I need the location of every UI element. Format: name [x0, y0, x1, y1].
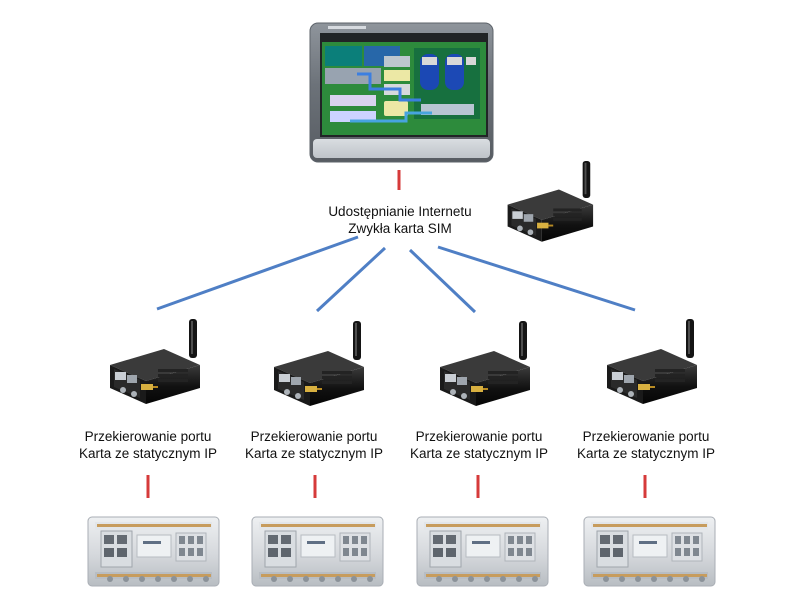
hub-line-1: Udostępnianie Internetu [328, 204, 472, 219]
node-3-label: Przekierowanie portu Karta ze statycznym… [394, 428, 564, 463]
hub-to-node-4-link [437, 245, 636, 312]
node-4-line-1: Przekierowanie portu [582, 429, 710, 444]
node-3-line-1: Przekierowanie portu [415, 429, 543, 444]
controller-4 [583, 516, 716, 587]
hub-line-2: Zwykła karta SIM [348, 221, 452, 237]
node-1-label: Przekierowanie portu Karta ze statycznym… [63, 428, 233, 463]
hub-to-node-1-link [156, 235, 359, 311]
uplink-router [507, 160, 594, 242]
hub-label: Udostępnianie Internetu Zwykła karta SIM [286, 203, 514, 238]
node-4-line-2: Karta ze statycznym IP [576, 446, 716, 462]
node-2-label: Przekierowanie portu Karta ze statycznym… [229, 428, 399, 463]
node-1-line-1: Przekierowanie portu [84, 429, 212, 444]
node-3-line-2: Karta ze statycznym IP [409, 446, 549, 462]
router-2 [274, 321, 364, 406]
router-4 [607, 319, 697, 404]
hmi-panel [309, 22, 494, 163]
node-2-line-1: Przekierowanie portu [250, 429, 378, 444]
controller-3 [416, 516, 549, 587]
controller-2 [251, 516, 384, 587]
router-1 [110, 319, 200, 404]
controller-1 [87, 516, 220, 587]
router-3 [440, 321, 530, 406]
hub-to-node-2-link [315, 246, 387, 313]
hub-to-node-3-link [408, 248, 477, 314]
node-4-label: Przekierowanie portu Karta ze statycznym… [561, 428, 731, 463]
node-1-line-2: Karta ze statycznym IP [78, 446, 218, 462]
node-2-line-2: Karta ze statycznym IP [244, 446, 384, 462]
